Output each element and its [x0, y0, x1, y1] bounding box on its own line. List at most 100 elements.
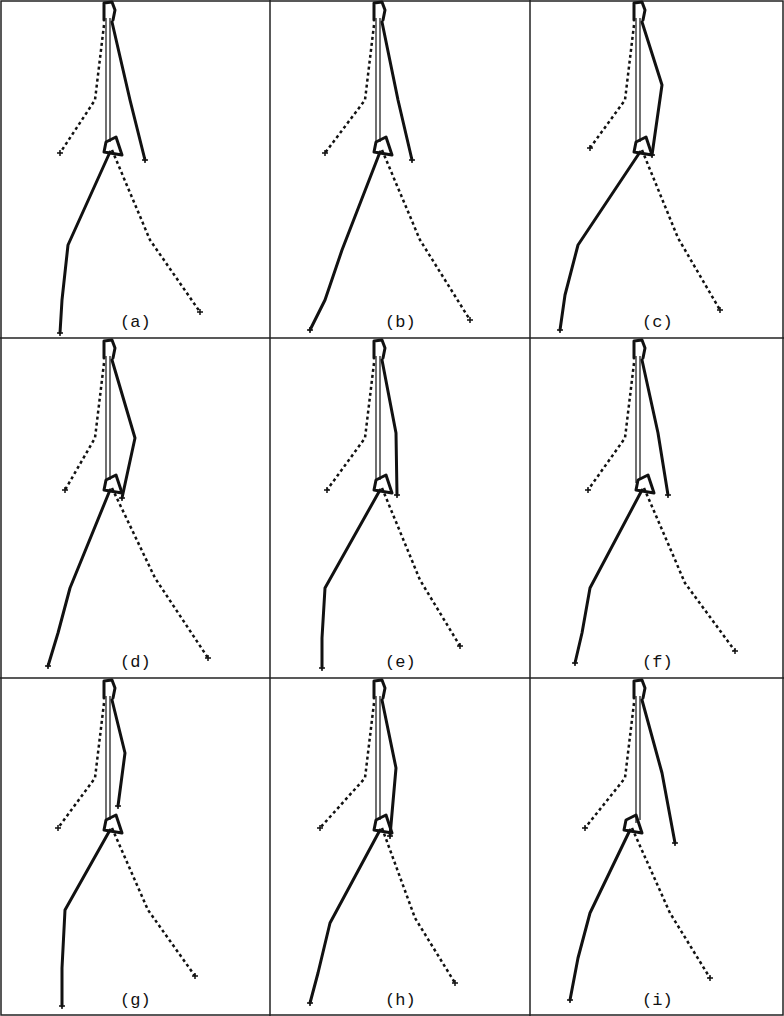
- grid-line: [0, 337, 784, 339]
- panel-label: (c): [640, 313, 675, 332]
- joint-mark: [587, 145, 593, 151]
- torso: [109, 356, 110, 480]
- joint-mark: [142, 157, 148, 163]
- head: [374, 2, 385, 20]
- far-leg: [382, 150, 470, 320]
- joint-mark: [57, 150, 63, 156]
- near-arm: [642, 22, 662, 155]
- grid-line: [269, 0, 271, 1016]
- head: [104, 680, 115, 698]
- far-arm: [590, 25, 634, 148]
- joint-mark: [59, 1003, 65, 1009]
- torso: [375, 696, 376, 823]
- joint-mark: [192, 973, 198, 979]
- torso: [375, 356, 376, 483]
- joint-mark: [457, 643, 463, 649]
- far-leg: [642, 150, 720, 310]
- joint-mark: [57, 330, 63, 336]
- grid-line: [0, 677, 784, 679]
- joint-mark: [55, 825, 61, 831]
- torso: [109, 18, 110, 142]
- near-leg: [62, 830, 110, 1006]
- head: [104, 2, 115, 20]
- near-leg: [48, 490, 110, 666]
- far-arm: [325, 25, 374, 153]
- joint-mark: [387, 833, 393, 839]
- head: [634, 680, 645, 698]
- joint-mark: [582, 825, 588, 831]
- far-leg: [632, 828, 710, 978]
- joint-mark: [649, 152, 655, 158]
- far-leg: [644, 488, 735, 651]
- near-leg: [560, 152, 640, 330]
- head: [104, 340, 115, 358]
- panel-label: (e): [383, 653, 418, 672]
- joint-mark: [567, 997, 573, 1003]
- near-leg: [575, 490, 642, 663]
- torso: [109, 696, 110, 820]
- torso: [105, 696, 106, 823]
- head: [634, 340, 645, 358]
- torso: [639, 696, 640, 820]
- torso: [635, 696, 636, 823]
- panel-label: (f): [640, 653, 675, 672]
- panel-label: (b): [383, 313, 418, 332]
- torso: [105, 356, 106, 483]
- joint-mark: [307, 327, 313, 333]
- panel-label: (d): [118, 653, 153, 672]
- near-leg: [322, 490, 380, 668]
- joint-mark: [732, 648, 738, 654]
- far-arm: [60, 25, 104, 153]
- joint-mark: [322, 150, 328, 156]
- joint-mark: [62, 487, 68, 493]
- torso: [379, 356, 380, 480]
- joint-mark: [707, 975, 713, 981]
- torso: [639, 18, 640, 142]
- near-leg: [570, 830, 630, 1000]
- torso: [379, 18, 380, 142]
- torso: [379, 696, 380, 820]
- joint-mark: [665, 492, 671, 498]
- joint-mark: [197, 309, 203, 315]
- joint-mark: [319, 665, 325, 671]
- joint-mark: [409, 157, 415, 163]
- joint-mark: [572, 660, 578, 666]
- joint-mark: [317, 825, 323, 831]
- joint-mark: [115, 803, 121, 809]
- far-leg: [112, 828, 195, 976]
- far-leg: [382, 828, 455, 983]
- near-leg: [60, 152, 110, 333]
- near-leg: [310, 152, 380, 330]
- joint-mark: [307, 1000, 313, 1006]
- far-leg: [112, 488, 208, 658]
- joint-mark: [717, 307, 723, 313]
- far-leg: [112, 150, 200, 312]
- torso: [639, 356, 640, 480]
- torso: [375, 18, 376, 145]
- joint-mark: [585, 487, 591, 493]
- joint-mark: [45, 663, 51, 669]
- far-arm: [320, 703, 374, 828]
- far-arm: [65, 363, 104, 490]
- joint-mark: [467, 317, 473, 323]
- panel-label: (i): [640, 991, 675, 1010]
- far-arm: [58, 703, 104, 828]
- joint-mark: [205, 655, 211, 661]
- torso: [105, 18, 106, 145]
- joint-mark: [557, 327, 563, 333]
- head: [374, 680, 385, 698]
- grid-line: [529, 0, 531, 1016]
- head: [634, 2, 645, 20]
- joint-mark: [672, 840, 678, 846]
- far-arm: [588, 363, 634, 490]
- head: [374, 340, 385, 358]
- near-arm: [642, 700, 675, 843]
- joint-mark: [452, 980, 458, 986]
- joint-mark: [394, 492, 400, 498]
- far-leg: [382, 488, 460, 646]
- far-arm: [585, 703, 634, 828]
- panel-label: (a): [118, 313, 153, 332]
- joint-mark: [119, 495, 125, 501]
